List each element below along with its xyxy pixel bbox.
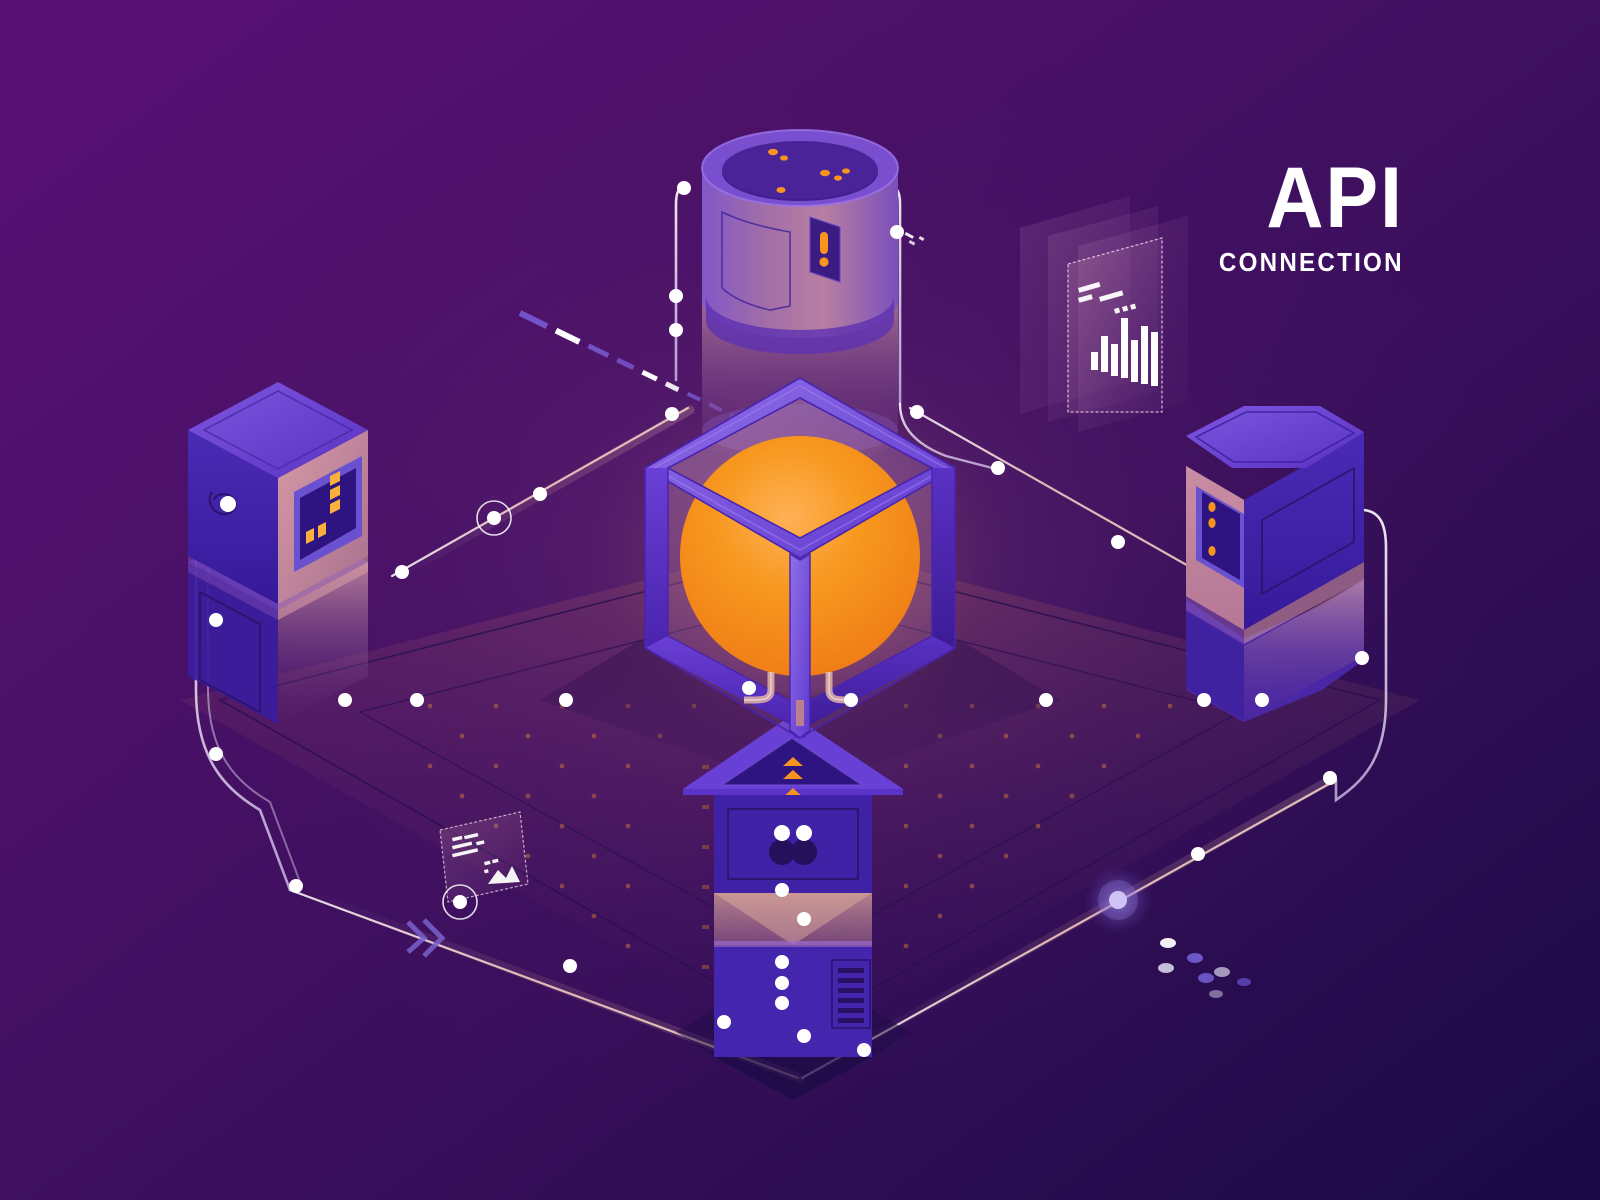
hud-bar-chart	[1091, 318, 1158, 386]
wireframe-cube-with-glowing-sphere[interactable]	[590, 366, 1010, 746]
hexagonal-prism-node[interactable]	[1186, 406, 1364, 722]
grill-lines	[838, 968, 864, 1023]
scattered-ellipse-dots	[1158, 938, 1251, 998]
glow-ring-node	[1084, 866, 1152, 934]
hex-screen-dots	[1208, 502, 1216, 556]
holographic-area-chart-card[interactable]	[439, 811, 529, 903]
cube-frame	[643, 377, 957, 739]
cable-right-outer	[1334, 508, 1388, 803]
ring-node-markers	[442, 500, 512, 920]
page-subtitle: CONNECTION	[1219, 247, 1404, 277]
title-block: API CONNECTION	[1205, 155, 1404, 275]
box-screen-indicators	[306, 471, 340, 544]
connection-node-dots	[209, 181, 1369, 1057]
hud-text-lines	[1077, 281, 1137, 314]
dashed-diagonal-line	[518, 310, 745, 423]
box-left-face	[188, 430, 278, 604]
card-text-lines	[451, 832, 499, 874]
exclamation-indicator-icon	[819, 232, 829, 267]
holographic-bar-chart-panel[interactable]	[1020, 196, 1188, 432]
hex-right-face	[1244, 432, 1364, 630]
double-chevron-icon	[406, 918, 446, 958]
box-server-node[interactable]	[188, 382, 368, 724]
page-title: API	[1266, 150, 1404, 246]
box-top-face	[188, 382, 368, 478]
cylinder-top-dots	[768, 148, 850, 193]
area-chart-shape	[488, 866, 520, 884]
tower-side-markers	[702, 765, 709, 969]
small-dash-cluster	[904, 232, 925, 246]
